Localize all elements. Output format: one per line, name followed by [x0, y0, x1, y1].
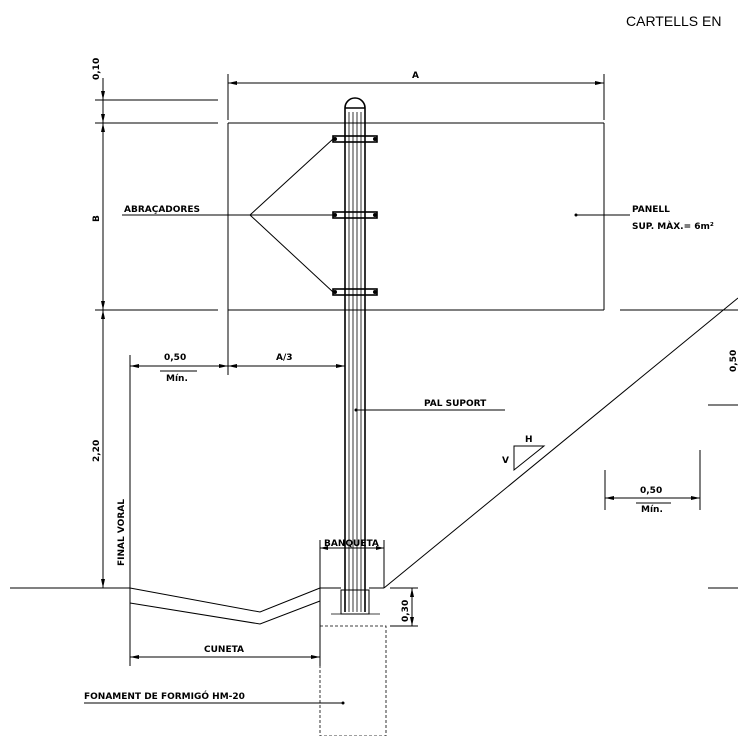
clamp-leaders	[122, 138, 334, 293]
clamp-bottom	[332, 288, 378, 296]
foundation-label: FONAMENT DE FORMIGÓ HM-20	[84, 690, 245, 702]
dimension-top-gap: 0,10	[92, 58, 102, 80]
sign-panel	[227, 122, 605, 311]
berm-dimension	[319, 540, 385, 588]
dimension-220-label: 2,20	[92, 440, 102, 462]
ground-profile	[10, 587, 384, 625]
depth-dimension	[390, 587, 418, 627]
clamp-top	[332, 135, 378, 143]
dimension-a-label: A	[412, 71, 419, 81]
dimension-b-label: B	[92, 215, 102, 222]
post-label: PAL SUPORT	[424, 399, 487, 409]
slope-line	[383, 297, 738, 589]
concrete-foundation	[319, 625, 387, 736]
right-050-vertical-label: 0,50	[729, 350, 738, 372]
offset-050-label: 0,50	[164, 353, 186, 363]
right-dimensions	[604, 404, 738, 589]
slope-h-label: H	[525, 435, 533, 445]
clamps-label: ABRAÇADORES	[124, 205, 200, 215]
panel-label: PANELL	[632, 205, 670, 215]
depth-030-label: 0,30	[401, 600, 411, 622]
right-min-label: Mín.	[641, 505, 663, 515]
ditch-label: CUNETA	[204, 645, 244, 655]
left-dimension-chain	[95, 78, 218, 588]
ditch-dimension	[129, 603, 321, 666]
berm-label: BANQUETA	[324, 539, 379, 549]
support-post	[331, 97, 380, 615]
offset-min-label: Mín.	[166, 374, 188, 384]
drawing-title: CARTELLS EN	[626, 13, 721, 29]
slope-ratio-symbol	[513, 445, 546, 472]
dimension-a	[227, 74, 605, 120]
right-050-label: 0,50	[640, 486, 662, 496]
slope-v-label: V	[502, 456, 509, 466]
panel-area-label: SUP. MÀX.= 6m²	[632, 220, 714, 232]
edge-label: FINAL VORAL	[117, 499, 127, 566]
third-a-label: A/3	[276, 353, 293, 363]
offset-dimensions	[129, 310, 345, 600]
clamp-middle	[332, 211, 378, 219]
